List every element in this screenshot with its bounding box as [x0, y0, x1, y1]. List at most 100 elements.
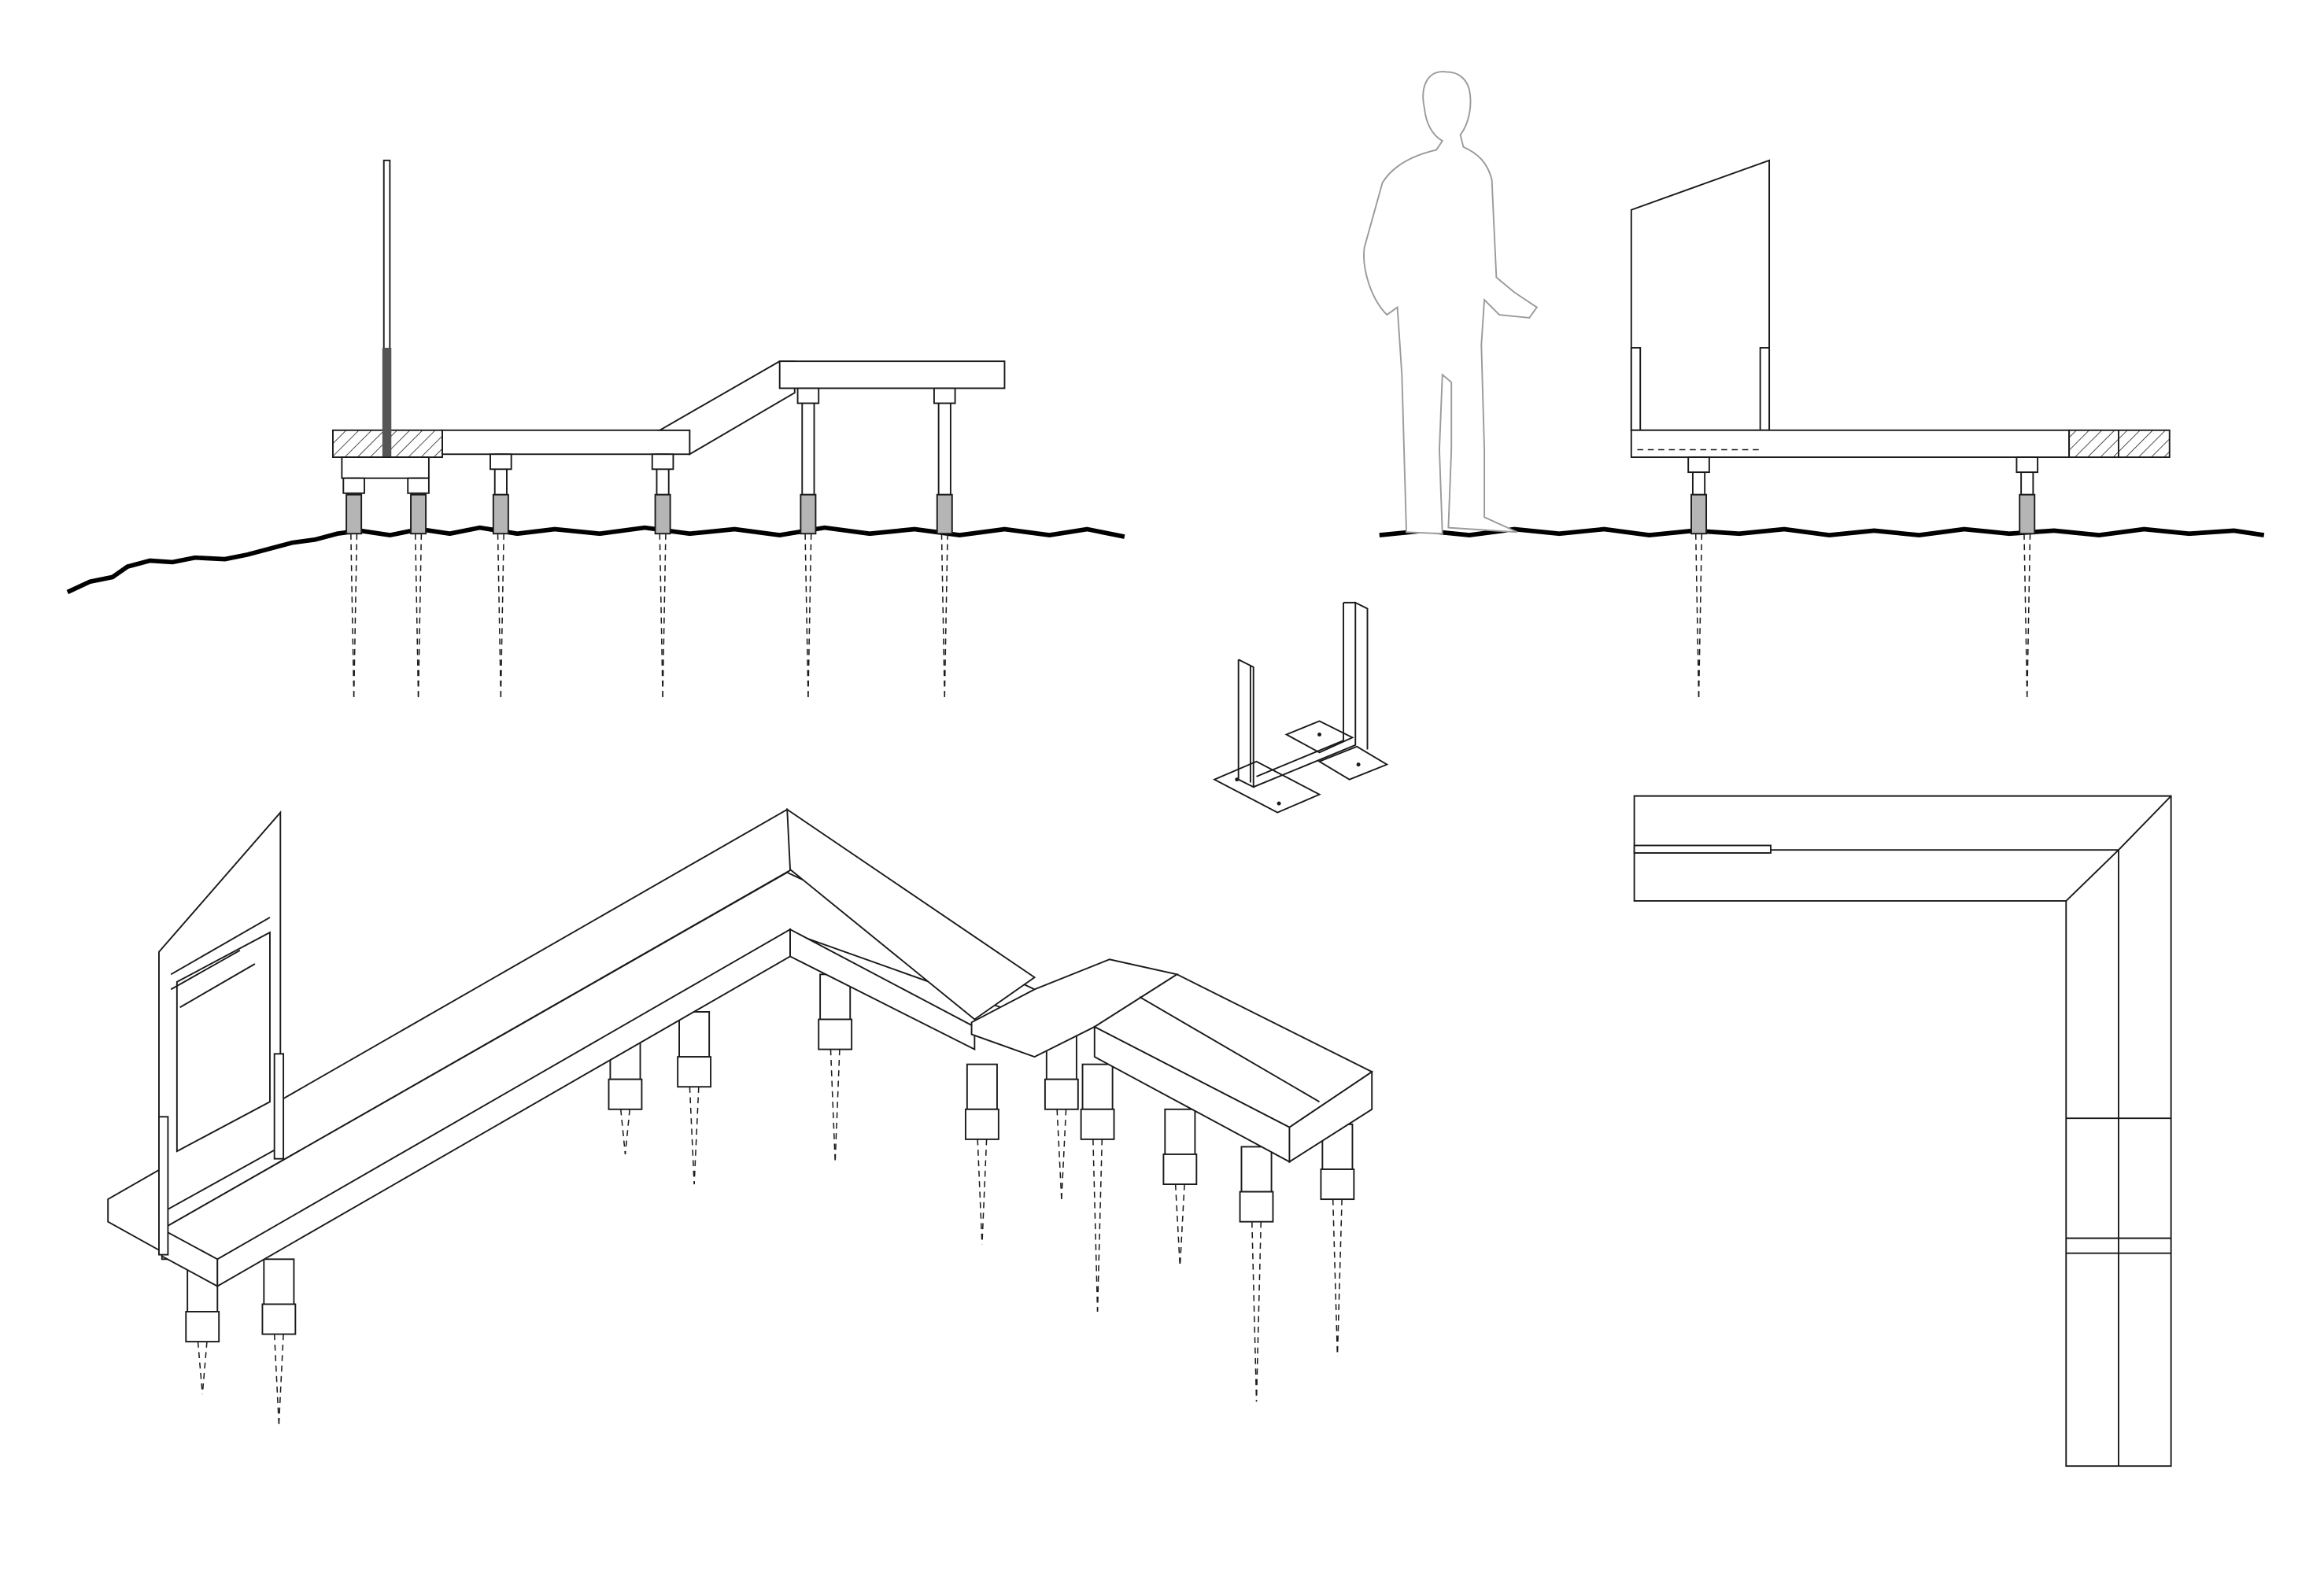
pile-dashed-line [350, 533, 355, 697]
iso-post-upper [1081, 1063, 1114, 1110]
iso-pile-dashed-line [201, 1342, 208, 1394]
iso-post-sleeve [1162, 1153, 1198, 1185]
pile-dashed-line [417, 533, 423, 697]
ground-line [66, 525, 1125, 595]
iso-post-sleeve [1080, 1108, 1115, 1140]
iso-post-sleeve [818, 1018, 853, 1050]
iso-pile-dashed-line [624, 1109, 630, 1155]
iso-pile-dashed-line [829, 1049, 836, 1162]
iso-post-sleeve [185, 1311, 220, 1343]
post-sleeve [345, 493, 363, 535]
post-sleeve [936, 493, 953, 535]
iso-post-sleeve [1320, 1168, 1355, 1201]
post-sleeve [1690, 493, 1708, 535]
iso-pile-dashed-line [1061, 1109, 1067, 1200]
base-plate-1 [1212, 760, 1321, 814]
iso-post-sleeve [261, 1303, 297, 1335]
pile-dashed-line [414, 533, 419, 697]
iso-post-upper [1164, 1108, 1196, 1155]
iso-pile-dashed-line [273, 1334, 280, 1424]
iso-pile-dashed-line [981, 1139, 988, 1245]
post [937, 387, 951, 496]
pile-dashed-line [500, 533, 504, 697]
front-elevation-posts [1687, 456, 2039, 697]
pile-dashed-line [807, 533, 812, 697]
iso-pile-dashed-line [693, 1087, 700, 1185]
iso-pile-dashed-line [977, 1139, 983, 1245]
iso-post-sleeve [1239, 1191, 1274, 1223]
pile-dashed-line [1698, 533, 1703, 697]
pile-dashed-line [497, 533, 502, 697]
post-bracket [407, 477, 430, 494]
post-bracket [490, 453, 512, 471]
post-bracket-detail [1212, 601, 1389, 814]
post-sleeve [410, 493, 427, 535]
iso-pile-dashed-line [834, 1049, 841, 1162]
front-deck-hatched [2068, 429, 2171, 459]
post-bracket [342, 477, 365, 494]
isometric-view [107, 807, 1374, 1424]
pile-dashed-line [1694, 533, 1700, 697]
front-elevation [1363, 71, 2265, 697]
post [801, 387, 815, 496]
iso-panel-post-right [273, 1053, 285, 1160]
post-bracket [933, 387, 956, 404]
iso-post-sleeve [964, 1108, 999, 1140]
pile-dashed-line [659, 533, 663, 697]
plan-outline [1633, 795, 2172, 1467]
post-sleeve [800, 493, 817, 535]
pile-dashed-line [353, 533, 358, 697]
base-plate-2 [1284, 720, 1354, 754]
pile-dashed-line [662, 533, 667, 697]
base-plate-3 [1317, 745, 1389, 781]
lower-deck [442, 429, 691, 456]
iso-pile-dashed-line [689, 1087, 695, 1185]
iso-post-sleeve [1044, 1078, 1079, 1110]
iso-post-sleeve [608, 1078, 643, 1110]
post-bracket [2015, 456, 2039, 474]
front-deck [1630, 429, 2071, 459]
iso-pile-dashed-line [1056, 1109, 1062, 1200]
iso-pile-dashed-line [1174, 1184, 1181, 1267]
iso-pile-dashed-line [1332, 1199, 1339, 1357]
iso-post-upper [263, 1258, 295, 1305]
post-bracket [651, 453, 674, 471]
elevation-posts [342, 387, 956, 697]
bracket-block [341, 456, 430, 479]
side-elevation [66, 159, 1125, 697]
ground-line-right [1379, 526, 2265, 538]
post-sleeve [654, 493, 671, 535]
sign-pole-base [382, 347, 392, 458]
corner-board [786, 807, 1036, 1021]
iso-pile-dashed-line [619, 1109, 626, 1155]
iso-pile-dashed-line [197, 1342, 203, 1394]
iso-post-upper [1240, 1146, 1273, 1193]
post-bracket [796, 387, 820, 404]
panel-post-right [1759, 347, 1771, 431]
post-bracket [1687, 456, 1710, 474]
iso-post-upper [966, 1063, 998, 1110]
info-panel [1630, 159, 1771, 431]
iso-post-sleeve [677, 1056, 712, 1088]
plan-rail [1633, 844, 1772, 854]
iso-pile-dashed-line [1255, 1221, 1262, 1402]
post-sleeve [492, 493, 509, 535]
panel-post-left [1630, 347, 1642, 431]
iso-pile-dashed-line [278, 1334, 284, 1424]
iso-pile-dashed-line [1092, 1139, 1099, 1312]
upper-deck [778, 360, 1006, 389]
iso-pile-dashed-line [1251, 1221, 1258, 1402]
pile-dashed-line [2023, 533, 2028, 697]
iso-pile-dashed-line [1336, 1199, 1343, 1357]
iso-panel-post-left [158, 1116, 169, 1256]
human-scale-figure [1363, 71, 1539, 535]
iso-pile-dashed-line [1179, 1184, 1185, 1267]
pile-dashed-line [940, 533, 946, 697]
post-sleeve [2019, 493, 2036, 535]
iso-pile-dashed-line [1096, 1139, 1103, 1312]
pile-dashed-line [944, 533, 948, 697]
plan-view [1633, 795, 2172, 1467]
pile-dashed-line [804, 533, 809, 697]
pile-dashed-line [2026, 533, 2031, 697]
